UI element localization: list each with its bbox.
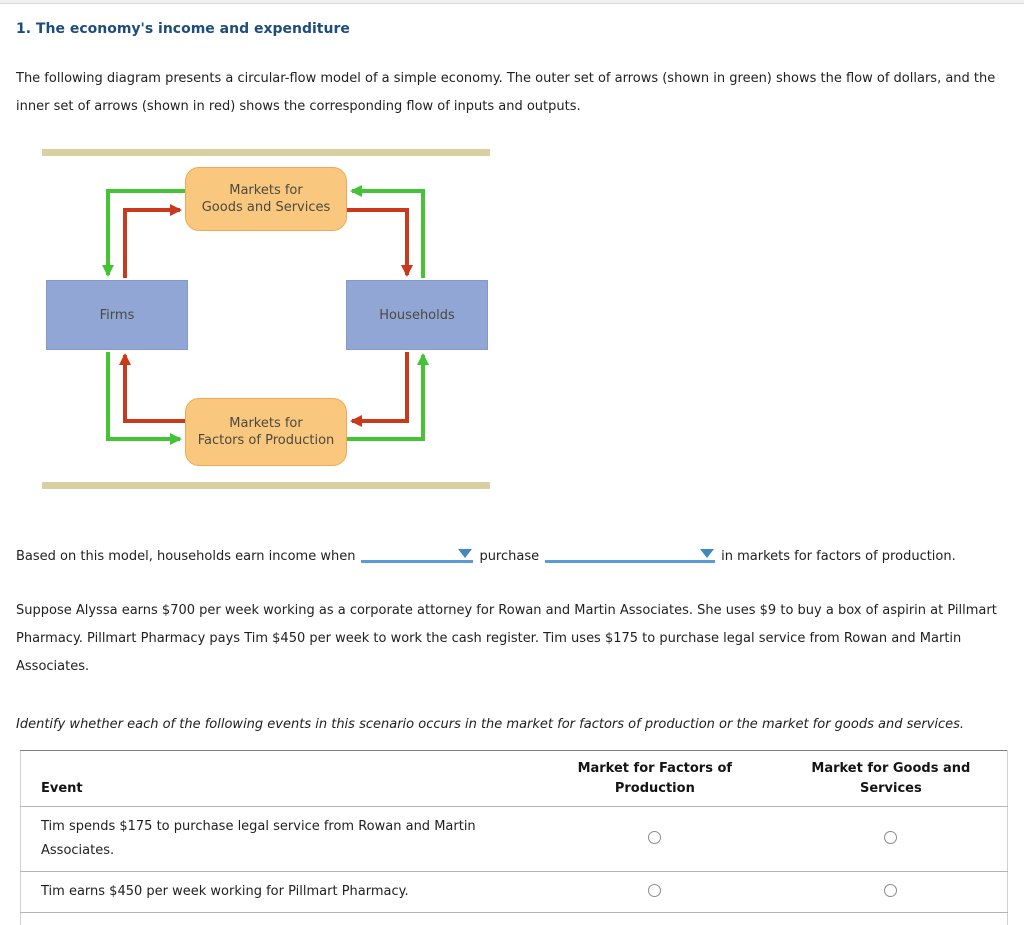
event-text: Tim earns $450 per week working for Pill… xyxy=(41,884,409,899)
page-title: 1. The economy's income and expenditure xyxy=(16,21,350,37)
intro-paragraph: The following diagram presents a circula… xyxy=(16,71,996,114)
table-row: Tim spends $175 to purchase legal servic… xyxy=(21,807,1008,872)
event-text: Alyssa spends $9 to buy a box of aspirin… xyxy=(21,913,535,925)
radio-row1-factors[interactable] xyxy=(648,830,662,844)
table-row: Tim earns $450 per week working for Pill… xyxy=(20,871,1008,913)
dollar-arrow-firms-to-factorsmarket xyxy=(106,352,182,445)
factors-column-header: Market for Factors of Production xyxy=(577,761,733,796)
firms-box: Firms xyxy=(46,280,188,350)
io-arrow-goodsmarket-to-households xyxy=(347,208,413,277)
dollar-arrow-factorsmarket-to-households xyxy=(347,353,429,441)
dollar-arrow-goodsmarket-to-firms xyxy=(102,189,185,277)
goods-market-box: Markets for Goods and Services xyxy=(185,167,347,231)
event-text: Tim spends $175 to purchase legal servic… xyxy=(41,819,476,858)
goods-column-header: Market for Goods and Services xyxy=(811,761,971,796)
dollar-arrow-households-to-goodsmarket xyxy=(350,185,425,278)
radio-row2-goods[interactable] xyxy=(884,883,898,897)
dropdown-arrow-icon xyxy=(700,549,715,558)
what-purchased-dropdown[interactable] xyxy=(545,548,716,563)
who-purchases-dropdown[interactable] xyxy=(361,548,474,563)
factors-market-box: Markets for Factors of Production xyxy=(185,398,347,466)
question-panel: 1. The economy's income and expenditure … xyxy=(0,21,1024,925)
fill-in-sentence: Based on this model, households earn inc… xyxy=(16,547,1008,567)
fill-in-text-2: purchase xyxy=(479,549,540,564)
diagram-frame-bar-bottom xyxy=(42,482,490,489)
dropdown-arrow-icon xyxy=(458,549,473,558)
fill-in-text-1: Based on this model, households earn inc… xyxy=(16,549,356,564)
radio-row1-goods[interactable] xyxy=(884,830,898,844)
households-box: Households xyxy=(346,280,488,350)
table-header-row: Event Market for Factors of Production M… xyxy=(20,751,1008,807)
radio-row2-factors[interactable] xyxy=(648,883,662,897)
event-column-header: Event xyxy=(41,781,83,796)
scenario-paragraph: Suppose Alyssa earns $700 per week worki… xyxy=(16,603,997,674)
page-top-strip xyxy=(0,0,1024,4)
event-classification-table: Event Market for Factors of Production M… xyxy=(20,750,1008,925)
table-row: Alyssa spends $9 to buy a box of aspirin… xyxy=(20,912,1008,925)
io-arrow-factorsmarket-to-firms xyxy=(119,353,185,423)
circular-flow-diagram: Markets for Goods and Services Firms Hou… xyxy=(42,149,492,489)
io-arrow-households-to-factorsmarket xyxy=(350,352,409,427)
instruction-text: Identify whether each of the following e… xyxy=(16,717,965,732)
diagram-frame-bar-top xyxy=(42,149,490,156)
io-arrow-firms-to-goodsmarket xyxy=(123,204,182,278)
circular-flow-arrows xyxy=(102,185,429,445)
fill-in-text-3: in markets for factors of production. xyxy=(721,549,956,564)
